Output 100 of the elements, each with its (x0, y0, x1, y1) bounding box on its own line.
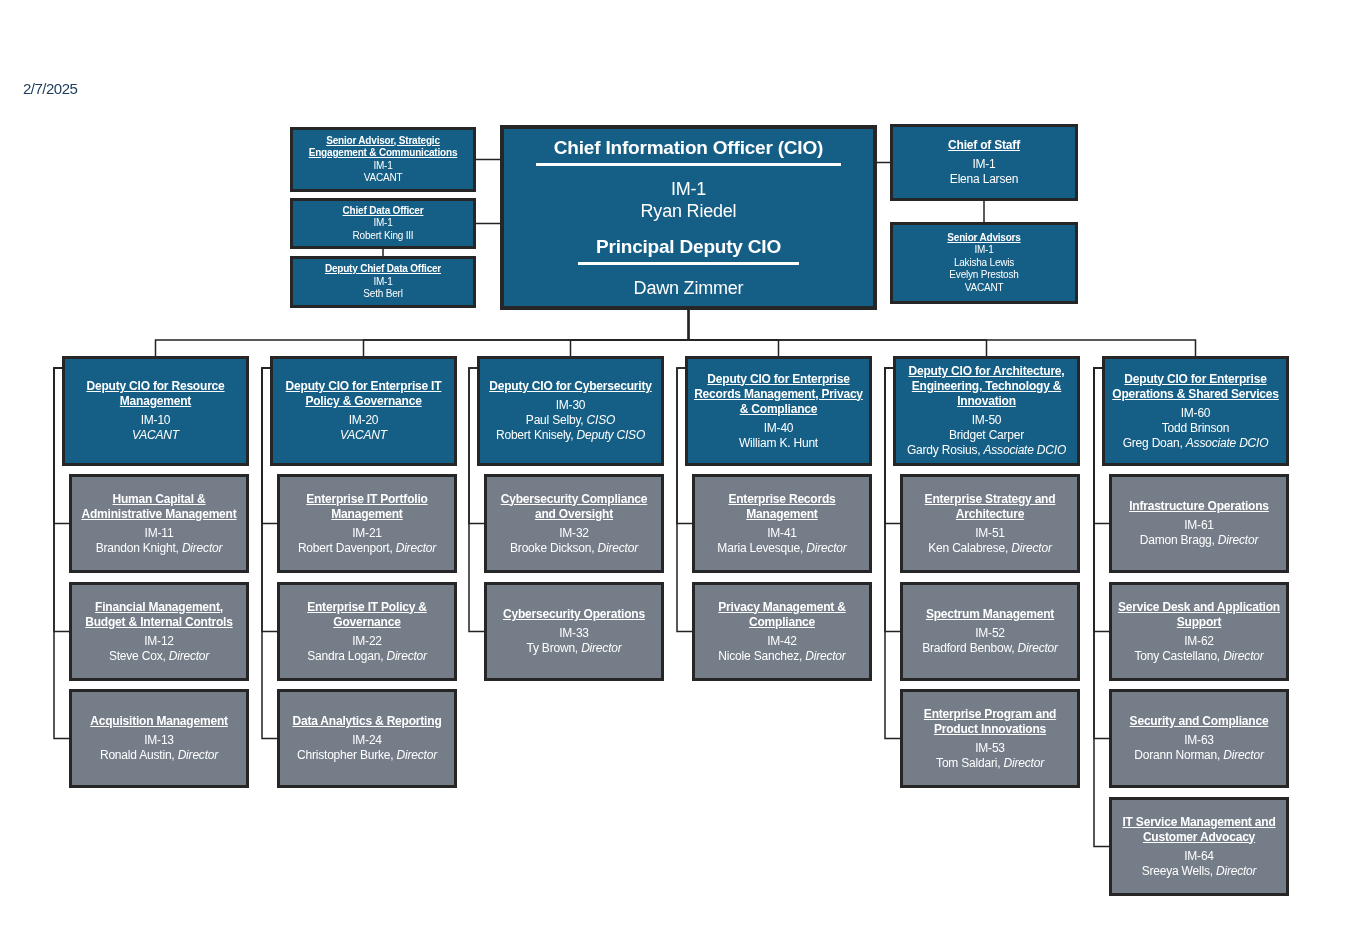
box-text: Steve Cox, Director (108, 648, 210, 664)
box-text: IM-52 (975, 626, 1005, 641)
box-text: IM-1 (974, 244, 994, 257)
position-box (477, 356, 664, 466)
position-box (1109, 797, 1289, 896)
connector-line (475, 158, 501, 161)
box-text: Bradford Benbow, Director (922, 641, 1058, 656)
box-text: Sreeya Wells, Director (1141, 863, 1257, 879)
position-box (890, 124, 1078, 201)
box-text: Bridget Carper (948, 428, 1025, 443)
position-title: Cybersecurity Compliance and Oversight (499, 491, 649, 522)
box-text: Robert Davenport, Director (297, 540, 437, 556)
position-title: Cybersecurity Operations (503, 607, 645, 622)
box-text: William K. Hunt (739, 435, 818, 451)
position-box (500, 125, 877, 310)
box-text: Evelyn Prestosh (949, 269, 1019, 282)
position-title: Deputy CIO for Enterprise Operations & Shared Services (1111, 371, 1280, 402)
connector-line (983, 200, 985, 223)
position-title: Principal Deputy CIO (578, 234, 799, 265)
box-text: Tony Castellano, Director (1134, 648, 1264, 664)
position-title: Chief Information Officer (CIO) (535, 136, 842, 166)
box-text: Robert Knisely, Deputy CISO (495, 428, 646, 443)
position-title: Deputy CIO for Enterprise IT Policy & Governance (284, 379, 443, 409)
box-text: Brandon Knight, Director (95, 540, 223, 556)
box-text: IM-30 (555, 398, 586, 413)
box-text: Christopher Burke, Director (297, 748, 437, 763)
position-title: Data Analytics & Reporting (292, 714, 442, 729)
position-title: Chief of Staff (948, 138, 1020, 153)
box-text: IM-1 (373, 275, 393, 289)
box-text: Greg Doan, Associate DCIO (1122, 435, 1269, 451)
position-title: Deputy CIO for Resource Management (85, 379, 226, 409)
position-title: Deputy Chief Data Officer (324, 263, 442, 276)
box-text: IM-63 (1184, 733, 1214, 748)
position-box (1109, 474, 1289, 573)
box-text: Dawn Zimmer (633, 276, 744, 299)
box-text: Dorann Norman, Director (1134, 748, 1264, 763)
box-text: Ty Brown, Director (526, 641, 622, 656)
position-box (277, 474, 457, 573)
box-text: IM-42 (767, 633, 797, 649)
box-text: Seth Berl (363, 288, 403, 301)
position-title: Deputy CIO for Cybersecurity (489, 379, 652, 394)
position-box (900, 474, 1080, 573)
box-text: IM-41 (767, 525, 797, 541)
box-text: IM-21 (352, 525, 382, 541)
box-text: VACANT (964, 281, 1004, 295)
position-title: Deputy CIO for Enterprise Records Management, Privacy & Compliance (693, 371, 864, 417)
box-text: IM-51 (975, 525, 1005, 541)
box-text: Brooke Dickson, Director (510, 540, 638, 556)
box-text: VACANT (340, 428, 387, 443)
box-text: Elena Larsen (949, 172, 1019, 187)
box-text: IM-64 (1184, 848, 1214, 864)
box-text: Ken Calabrese, Director (928, 540, 1052, 556)
position-box (893, 356, 1080, 466)
box-text: IM-53 (975, 740, 1005, 756)
connector-line (687, 309, 1197, 357)
position-box (62, 356, 249, 466)
box-text: Paul Selby, CISO (525, 413, 616, 428)
position-title: Senior Advisors (947, 231, 1021, 245)
box-text: IM-24 (352, 733, 382, 748)
box-text: Ronald Austin, Director (99, 748, 219, 763)
box-text: IM-50 (971, 413, 1002, 428)
box-text: IM-13 (144, 733, 174, 748)
box-text: IM-10 (140, 413, 171, 428)
position-box (685, 356, 872, 466)
box-text: Gardy Rosius, Associate DCIO (906, 443, 1067, 458)
position-box (692, 474, 872, 573)
box-text: IM-1 (373, 159, 393, 172)
box-text: IM-33 (559, 626, 589, 641)
connector-line (53, 367, 70, 740)
position-box (69, 474, 249, 573)
position-title: Senior Advisor, Strategic Engagement & Communications (307, 134, 459, 160)
box-text: IM-11 (144, 525, 174, 541)
connector-line (261, 367, 278, 740)
position-box (692, 582, 872, 681)
position-box (484, 582, 664, 681)
position-title: Privacy Management & Compliance (717, 599, 847, 630)
box-text: IM-61 (1184, 518, 1214, 533)
box-text: Ryan Riedel (640, 200, 737, 223)
box-text: Sandra Logan, Director (307, 648, 427, 664)
position-box (290, 198, 476, 249)
box-text: IM-60 (1180, 405, 1211, 421)
box-text: VACANT (132, 428, 179, 443)
position-box (277, 582, 457, 681)
connector-line (676, 367, 693, 633)
position-title: Chief Data Officer (342, 204, 424, 218)
connector-line (884, 367, 901, 740)
position-box (890, 222, 1078, 304)
box-text: Nicole Sanchez, Director (718, 648, 846, 664)
position-box (69, 689, 249, 788)
position-title: Enterprise Program and Product Innovations (922, 706, 1058, 737)
position-box (69, 582, 249, 681)
box-text: IM-32 (559, 525, 589, 541)
position-title: Human Capital & Administrative Management (80, 491, 238, 522)
box-text: Tom Saldari, Director (936, 755, 1044, 771)
box-text: IM-12 (144, 633, 174, 649)
position-box (1109, 582, 1289, 681)
position-title: Enterprise Records Management (727, 491, 837, 522)
position-box (484, 474, 664, 573)
position-box (270, 356, 457, 466)
box-text: Damon Bragg, Director (1139, 533, 1259, 548)
